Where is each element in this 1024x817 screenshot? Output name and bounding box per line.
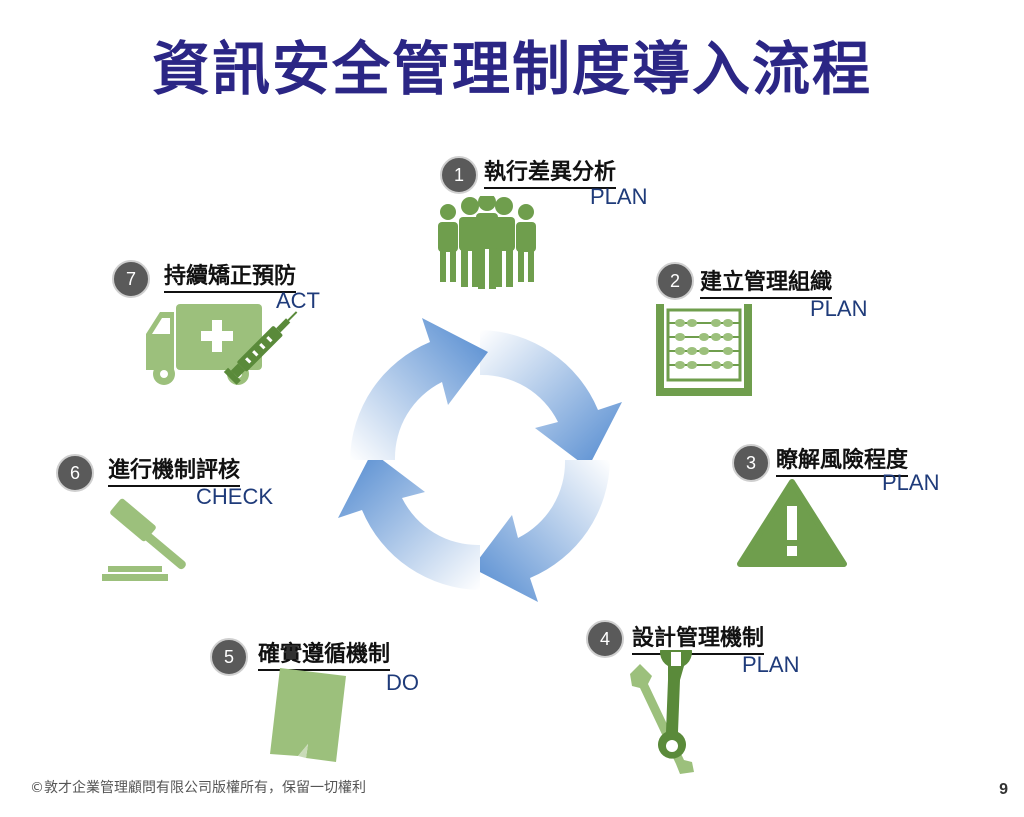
wrench-icon <box>630 650 694 774</box>
step-phase: PLAN <box>742 652 800 677</box>
step-number-badge: 6 <box>56 454 94 492</box>
step-label: 建立管理組織 <box>700 264 833 299</box>
step-phase: DO <box>386 670 419 695</box>
step-number-badge: 4 <box>586 620 624 658</box>
abacus-icon <box>656 304 752 396</box>
step-phase: PLAN <box>590 184 648 209</box>
document-icon <box>270 668 346 762</box>
page-number: 9 <box>999 781 1008 798</box>
step-label: 確實遵循機制 <box>258 636 391 671</box>
step-number-badge: 7 <box>112 260 150 298</box>
gavel-icon <box>102 498 186 581</box>
step-number-badge: 5 <box>210 638 248 676</box>
step-phase: PLAN <box>810 296 868 321</box>
step-label: 持續矯正預防 <box>164 258 297 293</box>
warning-icon <box>737 479 847 567</box>
step-number-badge: 2 <box>656 262 694 300</box>
step-label: 瞭解風險程度 <box>776 442 909 477</box>
page-title: 資訊安全管理制度導入流程 <box>151 35 872 103</box>
people-icon <box>438 196 536 289</box>
step-label: 執行差異分析 <box>484 154 617 189</box>
step-phase: ACT <box>276 288 320 313</box>
ambulance-icon <box>146 304 298 385</box>
step-label: 設計管理機制 <box>632 620 765 655</box>
step-phase: CHECK <box>196 484 274 509</box>
step-label: 進行機制評核 <box>108 452 241 487</box>
cycle-arrows-icon <box>338 318 622 602</box>
step-number-badge: 1 <box>440 156 478 194</box>
step-number-badge: 3 <box>732 444 770 482</box>
copyright-footer: ©敦才企業管理顧問有限公司版權所有，保留一切權利 <box>30 780 366 796</box>
step-phase: PLAN <box>882 470 940 495</box>
